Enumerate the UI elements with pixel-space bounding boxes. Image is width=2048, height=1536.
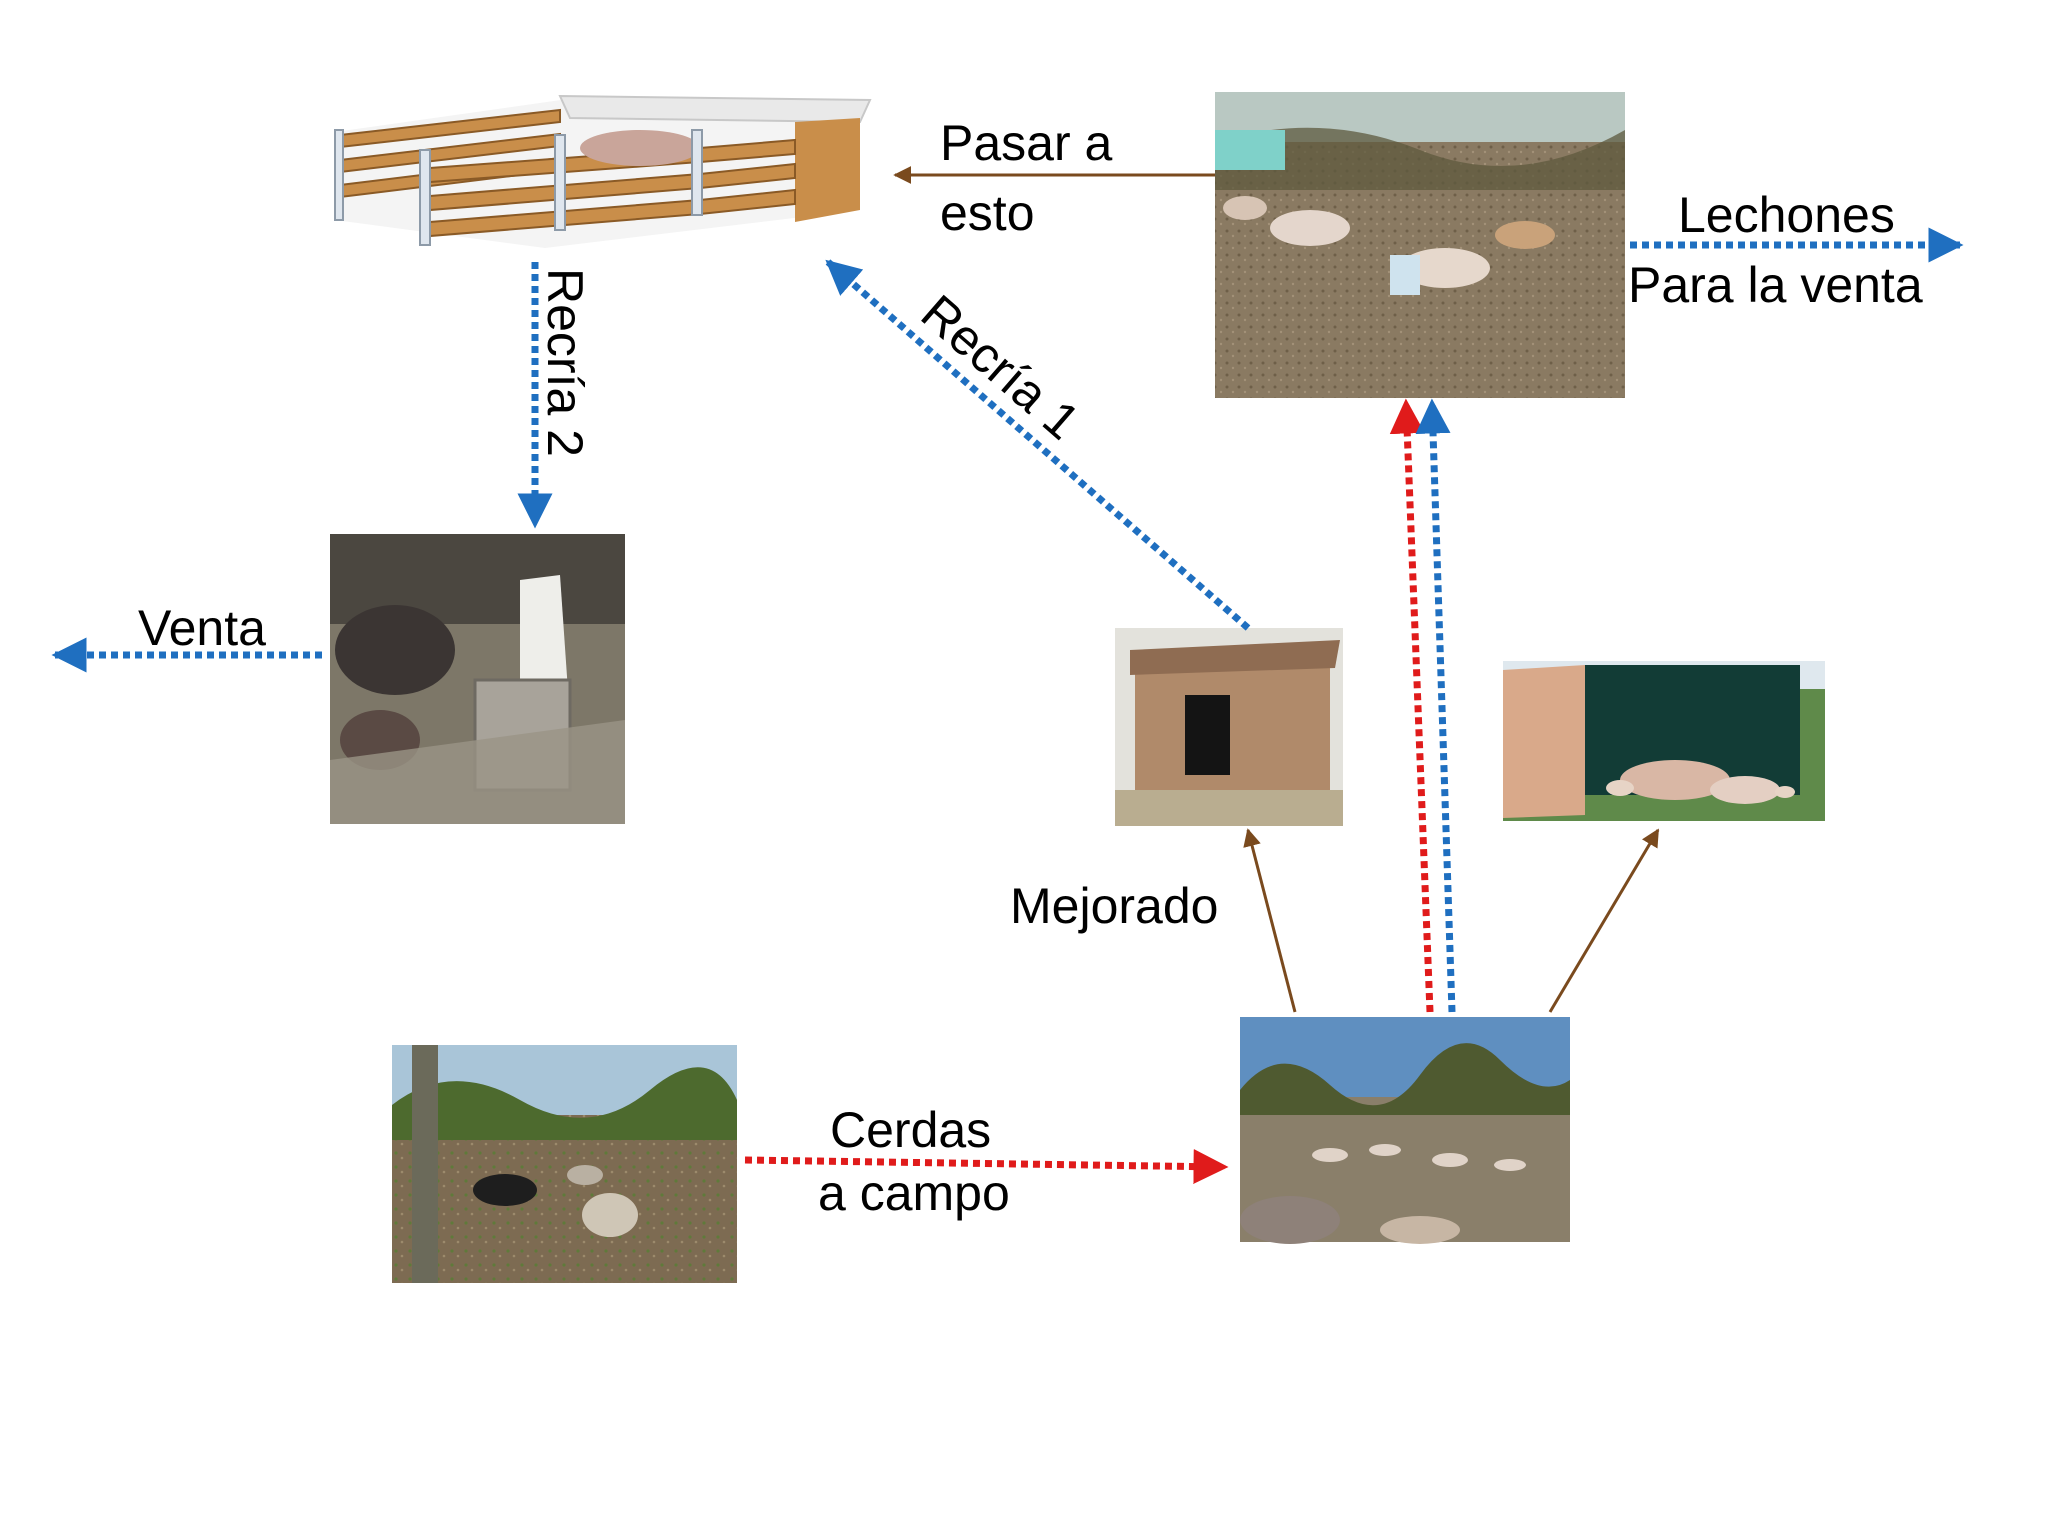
sows-wooded-pasture-picture (392, 1045, 737, 1283)
recria-1-arrow (825, 259, 1251, 631)
cerdas-a-campo-arrow (744, 1149, 1229, 1185)
pigs-at-feeder-picture (330, 534, 625, 824)
para-la-venta-label: Para la venta (1628, 257, 1923, 313)
pasture-to-field-red-arrow (1389, 398, 1434, 1013)
lechones-label: Lechones (1678, 187, 1895, 243)
mejorado-label: Mejorado (1010, 878, 1218, 934)
pasture-to-field-blue-arrow (1415, 398, 1456, 1013)
recria-2-label: Recría 2 (537, 268, 593, 457)
pig-pen-with-roof-picture (334, 94, 872, 248)
improved-shelter-picture (1115, 628, 1343, 826)
pigs-outdoor-field-picture (1215, 92, 1625, 398)
esto-label: esto (940, 185, 1035, 241)
a-campo-label: a campo (818, 1165, 1010, 1221)
cerdas-label: Cerdas (830, 1102, 991, 1158)
farrowing-shelter-with-piglets-picture (1503, 661, 1825, 821)
recria-1-label: Recría 1 (911, 284, 1090, 450)
venta-label: Venta (138, 600, 266, 656)
pigs-open-pasture-picture (1240, 1017, 1570, 1244)
pasar-a-label: Pasar a (940, 115, 1113, 171)
farrowing-shelter-arrow (1548, 828, 1660, 1013)
mejorado-arrow (1243, 828, 1297, 1013)
